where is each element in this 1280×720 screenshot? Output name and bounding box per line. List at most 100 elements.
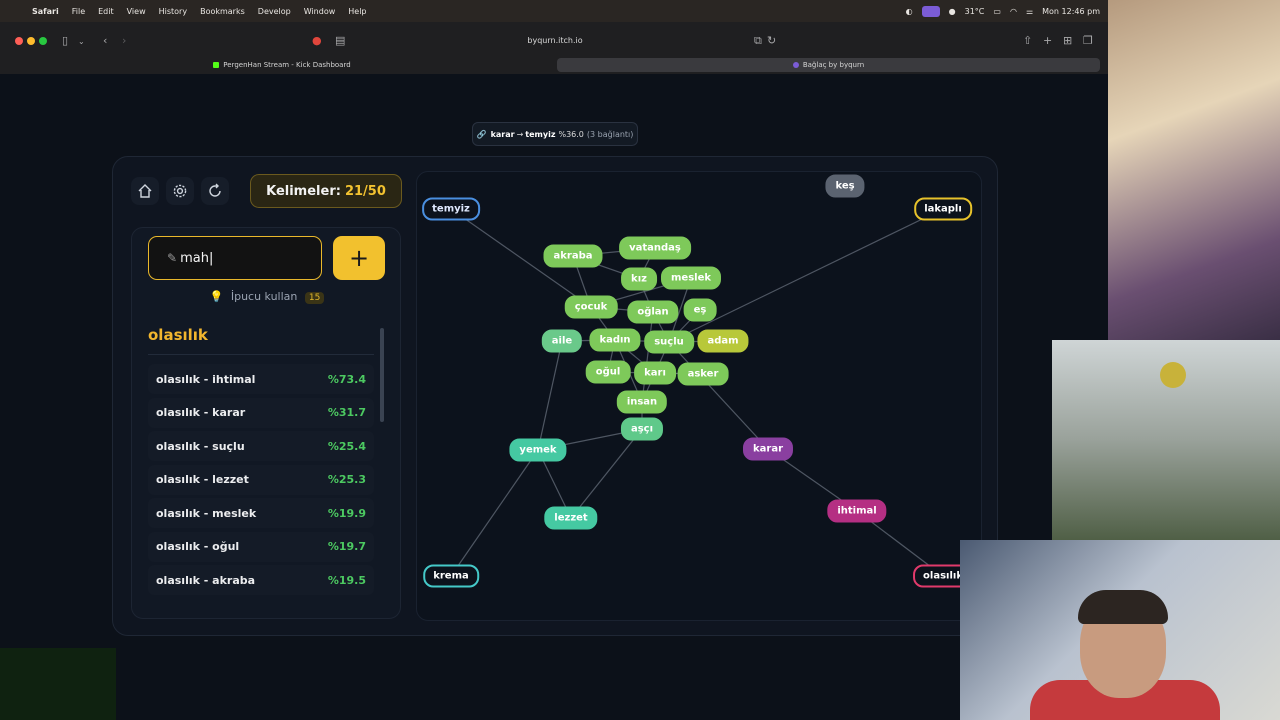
menu-bar: Safari File Edit View History Bookmarks … (0, 0, 1110, 22)
wifi-icon[interactable]: ◠ (1009, 6, 1017, 16)
close-window-icon[interactable] (15, 37, 23, 45)
list-item[interactable]: olasılık - oğul%19.7 (148, 531, 374, 562)
forward-icon[interactable]: › (122, 34, 127, 47)
zoom-window-icon[interactable] (39, 37, 47, 45)
list-item[interactable]: olasılık - akraba%19.5 (148, 565, 374, 595)
clock[interactable]: Mon 12:46 pm (1042, 6, 1100, 16)
word-counter-value: 21/50 (344, 183, 386, 199)
graph-node-ihtimal[interactable]: ihtimal (827, 499, 887, 523)
graph-node-adam[interactable]: adam (697, 329, 749, 353)
hint-button[interactable]: 💡 İpucu kullan 15 (132, 290, 402, 304)
toast-arrow: → (516, 129, 524, 139)
lightbulb-icon: 💡 (209, 290, 224, 303)
battery-icon[interactable]: ▭ (993, 6, 1001, 16)
graph-node-ogul[interactable]: oğul (585, 360, 631, 384)
menu-bookmarks[interactable]: Bookmarks (200, 6, 245, 16)
connection-toast: 🔗 karar → temyiz %36.0 (3 bağlantı) (472, 122, 638, 146)
menu-develop[interactable]: Develop (257, 6, 291, 16)
menu-app[interactable]: Safari (32, 6, 59, 16)
pair-pct: %25.4 (327, 439, 366, 453)
screen-record-icon[interactable]: ◐ (905, 6, 913, 16)
hint-label: İpucu kullan (230, 290, 298, 303)
word-counter: Kelimeler: 21/50 (250, 174, 402, 208)
stage-manager-icon[interactable] (921, 5, 940, 17)
settings-button[interactable] (166, 177, 194, 205)
word-input-value: mah (180, 250, 209, 266)
menu-history[interactable]: History (158, 6, 188, 16)
list-item[interactable]: olasılık - suçlu%25.4 (148, 431, 374, 461)
translate-icon[interactable]: ⧉ (754, 34, 762, 47)
chevron-down-icon[interactable]: ⌄ (78, 37, 85, 46)
graph-node-cocuk[interactable]: çocuk (564, 295, 618, 319)
add-word-button[interactable]: + (333, 236, 385, 280)
home-button[interactable] (131, 177, 159, 205)
menu-file[interactable]: File (71, 6, 86, 16)
divider (148, 354, 374, 355)
link-icon: 🔗 (476, 129, 487, 139)
pencil-icon: ✎ (167, 251, 178, 265)
tab-baglac[interactable]: Bağlaç by byqurn (557, 58, 1100, 72)
corner-cam-overlay (0, 648, 116, 720)
tab-windows-icon[interactable]: ❐ (1083, 34, 1093, 47)
graph-edge (668, 341, 769, 450)
sidebar-icon[interactable]: ▯ (62, 34, 69, 47)
privacy-report-icon[interactable]: ● (312, 34, 322, 47)
list-item[interactable]: olasılık - meslek%19.9 (148, 498, 374, 528)
reload-icon[interactable]: ↻ (767, 34, 777, 47)
weather-temperature[interactable]: 31°C (964, 6, 985, 16)
menu-view[interactable]: View (126, 6, 146, 16)
menu-edit[interactable]: Edit (98, 6, 114, 16)
control-center-icon[interactable]: ⚌ (1025, 6, 1034, 16)
game-card: Kelimeler: 21/50 ✎ mah | + 💡 İpucu kulla… (112, 156, 998, 636)
graph-node-karar[interactable]: karar (742, 437, 794, 461)
grid-icon[interactable]: ⊞ (1063, 34, 1073, 47)
reset-button[interactable] (201, 177, 229, 205)
home-icon (138, 184, 152, 198)
graph-node-insan[interactable]: insan (616, 390, 668, 414)
pair-label: olasılık - ihtimal (156, 372, 256, 386)
graph-node-kadin[interactable]: kadın (589, 328, 641, 352)
list-item[interactable]: olasılık - karar%31.7 (148, 397, 374, 428)
browser-toolbar: ▯ ⌄ ‹ › ● ▤ byqurn.itch.io ⧉ ↻ ⇧ + ⊞ ❐ (0, 22, 1108, 60)
graph-node-temyiz[interactable]: temyiz (422, 197, 480, 221)
graph-node-meslek[interactable]: meslek (660, 266, 722, 290)
graph-node-kiz[interactable]: kız (621, 267, 657, 291)
pair-label: olasılık - karar (156, 406, 246, 419)
tab-kick-dashboard[interactable]: PergenHan Stream - Kick Dashboard (8, 58, 556, 72)
menu-window[interactable]: Window (303, 6, 336, 16)
focus-icon[interactable]: ● (948, 6, 956, 16)
graph-node-aile[interactable]: aile (541, 329, 583, 353)
graph-node-oglan[interactable]: oğlan (627, 300, 679, 324)
graph-node-es[interactable]: eş (683, 298, 717, 322)
new-tab-icon[interactable]: + (1043, 34, 1053, 47)
graph-node-akraba[interactable]: akraba (543, 244, 603, 268)
graph-node-asci[interactable]: aşçı (620, 417, 664, 441)
graph-node-suclu[interactable]: suçlu (644, 330, 694, 354)
toast-to: temyiz (525, 129, 556, 139)
word-counter-label: Kelimeler: (266, 183, 341, 199)
ball-shape (1160, 362, 1186, 388)
gear-icon (173, 184, 187, 198)
graph-node-lakapli[interactable]: lakaplı (914, 197, 972, 221)
graph-node-krema[interactable]: krema (423, 564, 479, 588)
graph-node-kes[interactable]: keş (825, 174, 865, 198)
web-page: 🔗 karar → temyiz %36.0 (3 bağlantı) Keli… (0, 76, 1108, 720)
toast-pct: %36.0 (558, 129, 584, 139)
pair-pct: %19.9 (327, 506, 366, 520)
word-input[interactable]: ✎ mah | (148, 236, 322, 280)
menu-help[interactable]: Help (348, 6, 367, 16)
minimize-window-icon[interactable] (27, 37, 35, 45)
graph-node-vatandas[interactable]: vatandaş (619, 236, 691, 260)
share-icon[interactable]: ⇧ (1023, 34, 1033, 47)
graph-node-kari[interactable]: karı (634, 361, 676, 385)
list-item[interactable]: olasılık - lezzet%25.3 (148, 464, 374, 495)
tab-overview-icon[interactable]: ▤ (335, 34, 346, 47)
back-icon[interactable]: ‹ (103, 34, 108, 47)
list-item[interactable]: olasılık - ihtimal%73.4 (148, 364, 374, 394)
address-bar[interactable]: byqurn.itch.io (527, 36, 583, 45)
list-scrollbar[interactable] (380, 328, 384, 422)
graph-node-asker[interactable]: asker (677, 362, 729, 386)
graph-node-lezzet[interactable]: lezzet (544, 506, 598, 530)
graph-node-yemek[interactable]: yemek (509, 438, 567, 462)
